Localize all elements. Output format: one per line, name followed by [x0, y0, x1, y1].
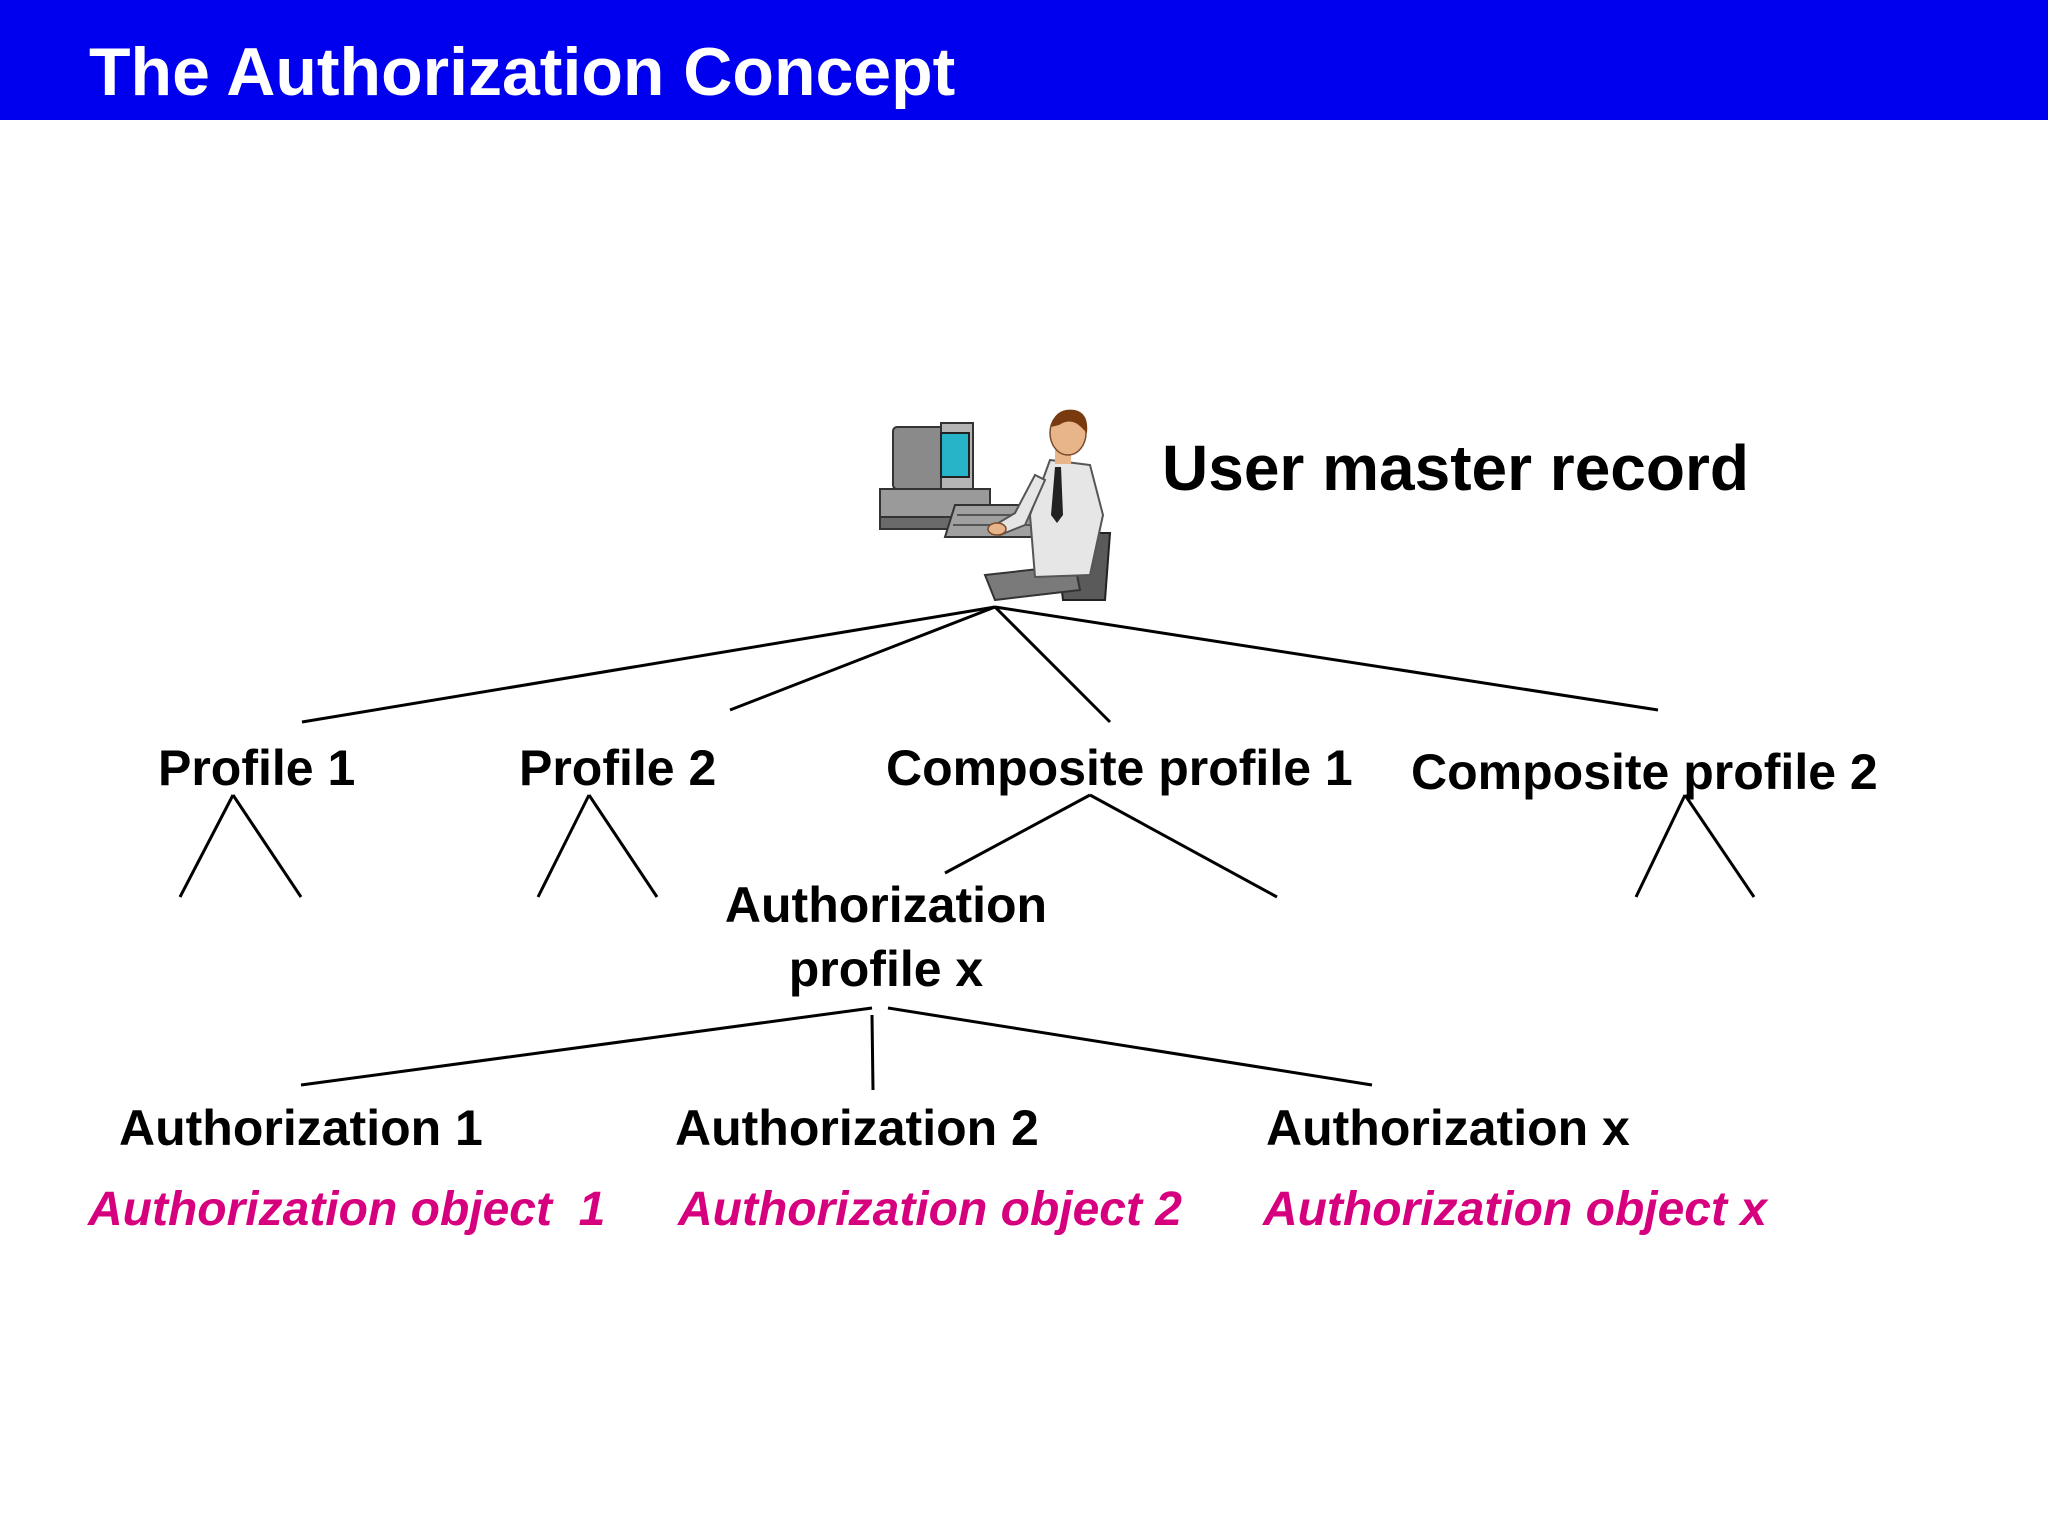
connector-profile-1-left — [178, 794, 235, 898]
connector-root-composite-2 — [994, 605, 1659, 712]
authorization-profile-x-line1: Authorization — [724, 877, 1048, 933]
authorization-object-x-label: Authorization object x — [1263, 1183, 1767, 1236]
page-title: The Authorization Concept — [89, 34, 956, 110]
connector-root-profile-1 — [301, 605, 996, 724]
authorization-1-label: Authorization 1 — [119, 1100, 483, 1156]
connector-composite-2-left — [1634, 794, 1687, 898]
user-master-record-label: User master record — [1162, 432, 1749, 504]
connector-composite-1-right — [1089, 793, 1278, 899]
connector-root-composite-1 — [993, 605, 1112, 724]
connector-profile-2-right — [587, 794, 659, 898]
connector-root-profile-2 — [729, 605, 996, 712]
user-at-computer-icon — [879, 409, 1112, 602]
authorization-profile-x-label: Authorization profile x — [676, 873, 1096, 1001]
profile-2-label: Profile 2 — [519, 740, 717, 796]
connector-composite-2-right — [1683, 794, 1756, 898]
connector-profile-2-left — [536, 794, 591, 898]
title-bar: The Authorization Concept — [0, 0, 2048, 120]
connector-composite-1-left — [944, 793, 1091, 875]
composite-profile-1-label: Composite profile 1 — [886, 740, 1353, 796]
connector-profile-1-right — [231, 794, 303, 898]
authorization-profile-x-line2: profile x — [788, 941, 984, 997]
connector-authprofile-auth-1 — [300, 1006, 873, 1087]
connector-authprofile-auth-x — [887, 1006, 1373, 1087]
authorization-2-label: Authorization 2 — [675, 1100, 1039, 1156]
authorization-object-1-label: Authorization object 1 — [88, 1183, 606, 1236]
profile-1-label: Profile 1 — [158, 740, 356, 796]
authorization-object-2-label: Authorization object 2 — [678, 1183, 1182, 1236]
connector-authprofile-auth-2 — [870, 1014, 875, 1091]
composite-profile-2-label: Composite profile 2 — [1411, 744, 1878, 800]
authorization-x-label: Authorization x — [1266, 1100, 1630, 1156]
